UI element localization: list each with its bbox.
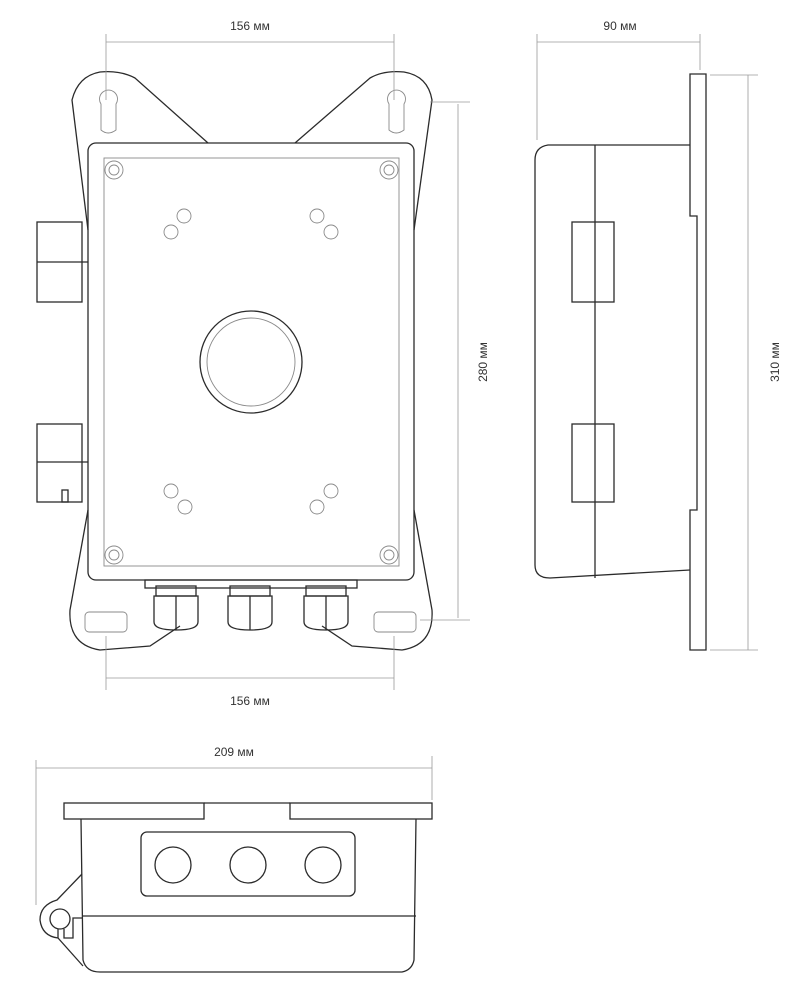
corner-screws [104, 160, 399, 565]
cable-gland-1 [153, 585, 199, 631]
mounting-holes [163, 208, 339, 515]
cable-gland-2 [227, 585, 273, 631]
bottom-lug [39, 873, 84, 967]
bottom-flange-right [289, 802, 433, 820]
central-opening-inner [206, 317, 296, 407]
gland-hole-1 [154, 846, 192, 884]
gland-hole-2 [229, 846, 267, 884]
cable-gland-3 [303, 585, 349, 631]
side-view: 90 мм 310 мм [534, 19, 782, 651]
keyhole-right [387, 89, 406, 134]
slot-left [84, 611, 128, 633]
side-connector-top [571, 221, 615, 303]
lid-inner-edge [103, 157, 400, 567]
mounting-bracket [69, 70, 433, 651]
side-bracket-plate [689, 73, 707, 651]
central-opening-outer [199, 310, 303, 414]
dim-side-height: 310 мм [768, 342, 782, 382]
dim-side-depth: 90 мм [603, 19, 636, 33]
dimension-lines-front [105, 34, 470, 690]
side-connector-top [36, 221, 88, 303]
bottom-body [80, 818, 417, 973]
bottom-view: 209 мм [35, 745, 433, 973]
gland-base-plate [144, 579, 358, 589]
gland-panel [140, 831, 356, 897]
junction-box-body [87, 142, 415, 581]
side-connector-bottom [571, 423, 615, 503]
gland-hole-3 [304, 846, 342, 884]
keyhole-left [99, 89, 118, 134]
side-body [534, 144, 691, 579]
slot-right [373, 611, 417, 633]
dim-bottom-width: 209 мм [214, 745, 254, 759]
dimension-lines-bottom [35, 756, 433, 905]
dim-front-top: 156 мм [230, 19, 270, 33]
dim-front-height: 280 мм [476, 342, 490, 382]
dimension-lines-side [536, 34, 758, 651]
dim-front-bottom: 156 мм [230, 694, 270, 708]
side-connector-bottom [36, 423, 88, 503]
front-view: 156 мм 156 мм 280 мм [36, 19, 490, 708]
bottom-flange-left [63, 802, 205, 820]
